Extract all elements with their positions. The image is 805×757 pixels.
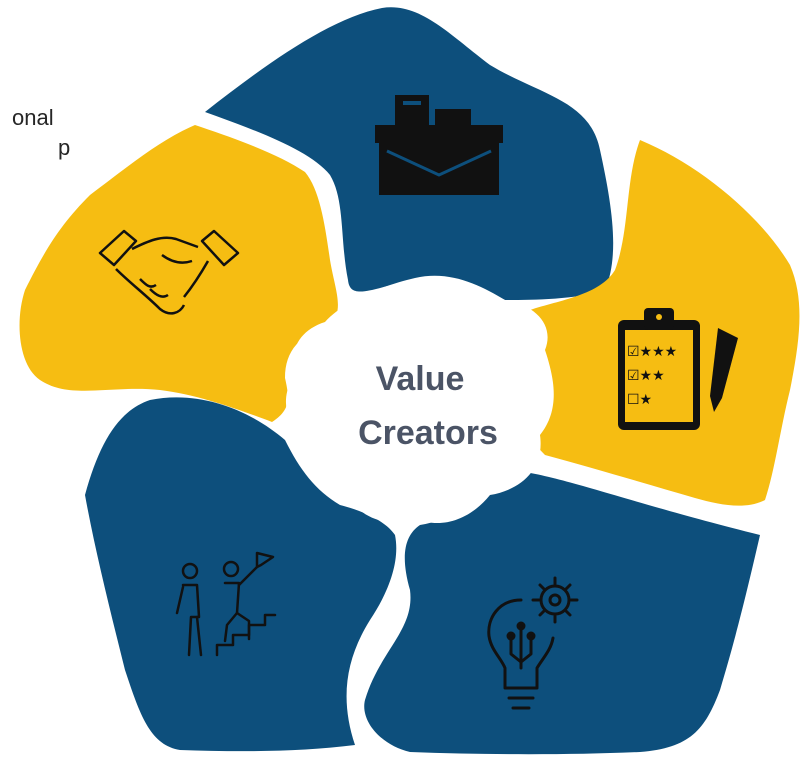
- center-label-line-1: Value: [376, 360, 465, 398]
- svg-text:☑★★★: ☑★★★: [627, 344, 677, 360]
- career-steps-flag-icon: [175, 551, 277, 657]
- side-text-line-2: p: [58, 135, 71, 160]
- svg-text:☐★: ☐★: [627, 392, 652, 408]
- handshake-icon: [98, 229, 240, 315]
- svg-text:☑★★: ☑★★: [627, 368, 665, 384]
- segment-left: [19, 125, 338, 422]
- segment-bottom-left: [85, 397, 397, 752]
- cropped-side-text: onal p: [0, 103, 80, 163]
- center-flower: [285, 275, 554, 524]
- side-text-line-1: onal: [12, 105, 54, 130]
- center-label-line-2: Creators: [358, 414, 498, 452]
- idea-lightbulb-gear-icon: [487, 576, 579, 710]
- supply-box-icon: [375, 95, 503, 195]
- rating-clipboard-icon: ☑★★★ ☑★★ ☐★: [618, 308, 738, 430]
